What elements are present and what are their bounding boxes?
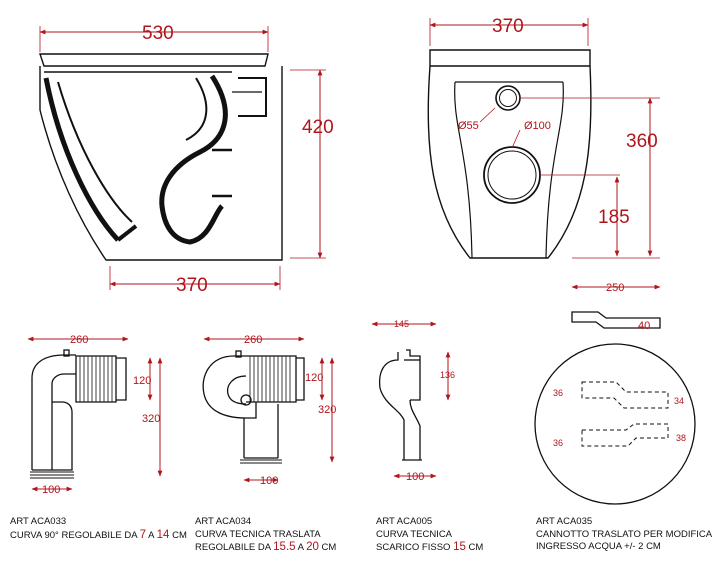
caption-line: CURVA TECNICA TRASLATA (195, 528, 321, 540)
caption-art: ART ACA034 (195, 516, 252, 527)
part1-h1-label: 120 (133, 375, 151, 387)
side-view-toilet (39, 53, 283, 261)
part-aca033-drawing (30, 349, 127, 479)
part-aca034-drawing (202, 350, 305, 464)
part2-h2-label: 320 (318, 404, 336, 416)
part2-base-label: 100 (260, 475, 278, 487)
front-height-360-label: 360 (626, 131, 658, 152)
front-view-toilet (427, 49, 592, 259)
caption-line: CURVA TECNICA (376, 528, 453, 540)
caption-line: INGRESSO ACQUA +/- 2 CM (536, 541, 661, 552)
part2-h1-label: 120 (305, 372, 323, 384)
front-height-185-label: 185 (598, 207, 630, 228)
part-aca035-drawing (534, 311, 696, 505)
part1-base-label: 100 (42, 484, 60, 496)
part4-width-label: 250 (606, 282, 624, 294)
part3-width-label: 145 (394, 319, 409, 329)
caption-art: ART ACA033 (10, 516, 67, 527)
side-height-label: 420 (302, 117, 334, 138)
part4-c1-left-label: 36 (553, 388, 563, 398)
part4-c2-right-label: 38 (676, 433, 686, 443)
part2-width-label: 260 (244, 334, 262, 346)
caption-aca005: ART ACA005 CURVA TECNICA SCARICO FISSO 1… (376, 516, 483, 555)
caption-art: ART ACA005 (376, 516, 433, 527)
caption-aca033: ART ACA033 CURVA 90° REGOLABILE DA 7 A 1… (10, 516, 187, 542)
caption-aca034: ART ACA034 CURVA TECNICA TRASLATA REGOLA… (195, 516, 336, 555)
part4-h1-label: 40 (638, 320, 650, 332)
caption-line: REGOLABILE DA 15.5 A 20 CM (195, 541, 337, 553)
caption-line: CURVA 90° REGOLABILE DA 7 A 14 CM (10, 528, 187, 541)
part3-h1-label: 136 (440, 370, 455, 380)
part4-c1-right-label: 34 (674, 396, 684, 406)
part1-width-label: 260 (70, 334, 88, 346)
caption-art: ART ACA035 (536, 516, 593, 527)
caption-line: SCARICO FISSO 15 CM (376, 541, 484, 553)
caption-aca035: ART ACA035 CANNOTTO TRASLATO PER MODIFIC… (536, 516, 712, 554)
caption-line: CANNOTTO TRASLATO PER MODIFICA (536, 528, 713, 540)
side-width-label: 530 (142, 23, 174, 44)
side-base-label: 370 (176, 275, 208, 296)
front-width-label: 370 (492, 16, 524, 37)
front-dia-large-label: Ø100 (524, 120, 551, 132)
part3-base-label: 100 (406, 471, 424, 483)
front-dia-small-label: Ø55 (458, 120, 479, 132)
part-aca005-drawing (378, 349, 422, 461)
part1-h2-label: 320 (142, 413, 160, 425)
part4-c2-left-label: 36 (553, 438, 563, 448)
